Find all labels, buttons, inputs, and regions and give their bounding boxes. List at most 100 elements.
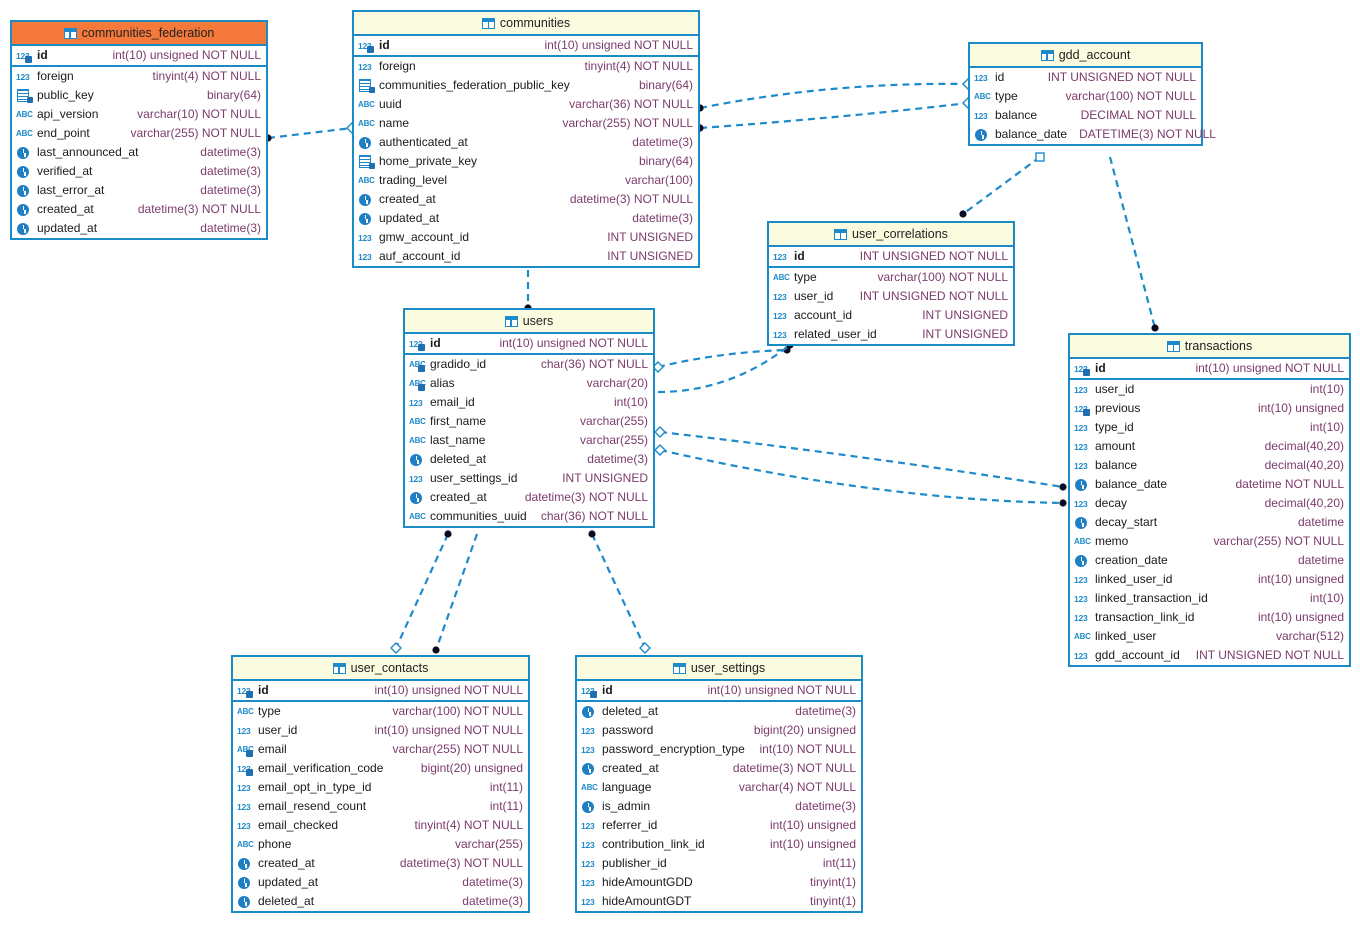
entity-table-user_contacts[interactable]: user_contactsidint(10) unsigned NOT NULL… — [231, 655, 530, 913]
entity-header[interactable]: user_correlations — [769, 223, 1013, 247]
entity-table-communities[interactable]: communitiesidint(10) unsigned NOT NULL fo… — [352, 10, 700, 268]
entity-header[interactable]: communities_federation — [12, 22, 266, 46]
field-name: foreign — [37, 69, 74, 83]
entity-table-users[interactable]: usersidint(10) unsigned NOT NULL gradido_… — [403, 308, 655, 528]
entity-header[interactable]: user_contacts — [233, 657, 528, 681]
entity-table-gdd_account[interactable]: gdd_accountidINT UNSIGNED NOT NULLtypeva… — [968, 42, 1216, 146]
entity-header[interactable]: user_settings — [577, 657, 861, 681]
entity-table-transactions[interactable]: transactionsidint(10) unsigned NOT NULL u… — [1068, 333, 1351, 667]
field-type: tinyint(4) NOT NULL — [152, 69, 261, 83]
entity-header[interactable]: transactions — [1070, 335, 1349, 359]
entity-table-communities_federation[interactable]: communities_federationidint(10) unsigned… — [10, 20, 268, 240]
entity-table-user_correlations[interactable]: user_correlationsidINT UNSIGNED NOT NULL… — [767, 221, 1015, 346]
entity-header[interactable]: gdd_account — [970, 44, 1201, 68]
entity-table-user_settings[interactable]: user_settingsidint(10) unsigned NOT NULL… — [575, 655, 863, 913]
entity-header[interactable]: communities — [354, 12, 698, 36]
number-key-icon — [237, 684, 254, 698]
entity-header[interactable]: users — [405, 310, 653, 334]
field-row[interactable]: foreign tinyint(4) NOT NULL — [12, 67, 266, 86]
